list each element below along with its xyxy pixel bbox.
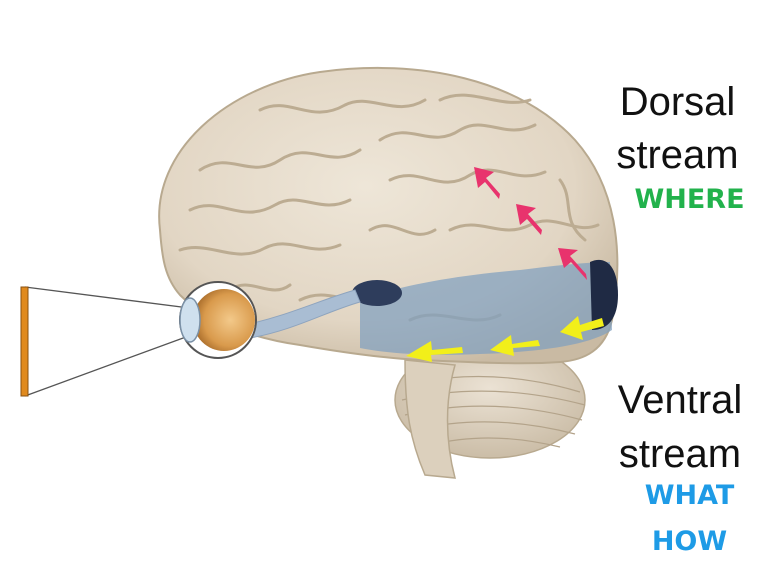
ventral-stream-label-line2: stream (600, 434, 760, 474)
dorsal-stream-label-line1: Dorsal (600, 82, 755, 122)
viewed-object (21, 287, 28, 396)
dorsal-stream-label-line2: stream (600, 135, 755, 175)
brainstem (405, 360, 455, 478)
where-tag: WHERE (612, 186, 760, 213)
how-tag: HOW (612, 528, 760, 555)
eye (180, 282, 256, 358)
what-tag: WHAT (612, 482, 760, 509)
ventral-stream-label-line1: Ventral (600, 380, 760, 420)
